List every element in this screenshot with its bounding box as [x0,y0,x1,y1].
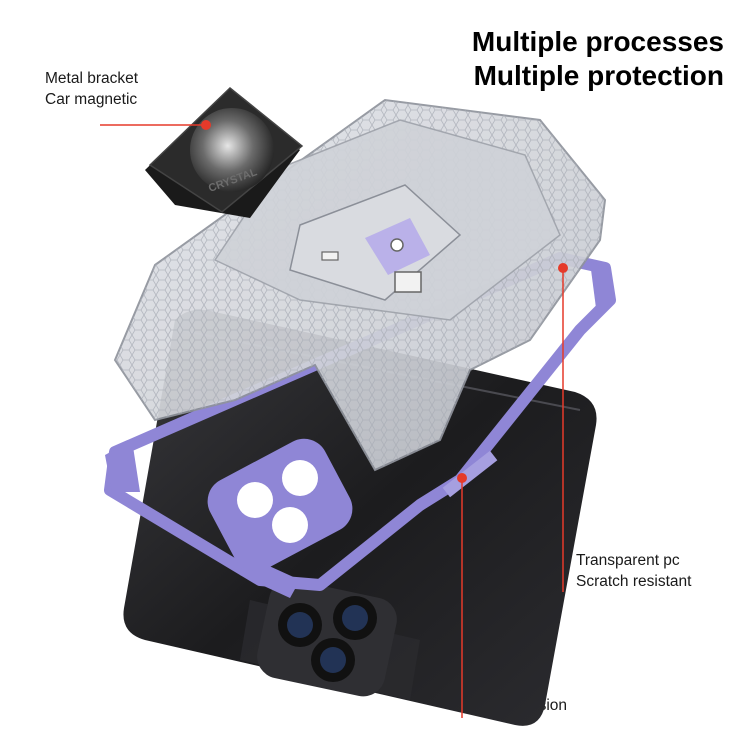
callout-dot-bracket [201,120,211,130]
callout-dot-tpu [457,473,467,483]
callout-pc-line2: Scratch resistant [576,573,692,590]
headline-line-2: Multiple protection [473,60,724,91]
metal-bracket: CRYSTAL [145,87,304,218]
bracket-disc [190,108,274,192]
phone-camera-module [257,579,397,697]
callout-lines [100,120,568,718]
bumper-camera-ring [207,438,353,572]
phone [123,309,597,726]
headline-line-1: Multiple processes [471,26,724,57]
callout-dot-pc [558,263,568,273]
pc-back-plate [113,98,607,472]
pc-bracket-slot [321,218,430,293]
callout-pc: Transparent pc Scratch resistant [576,550,691,592]
callout-bracket-line1: Metal bracket [45,70,139,87]
callout-pc-line1: Transparent pc [576,552,680,569]
callout-bracket-line2: Car magnetic [45,91,138,108]
callout-bracket: Metal bracket Car magnetic [45,68,138,110]
tpu-bumper [104,252,616,598]
